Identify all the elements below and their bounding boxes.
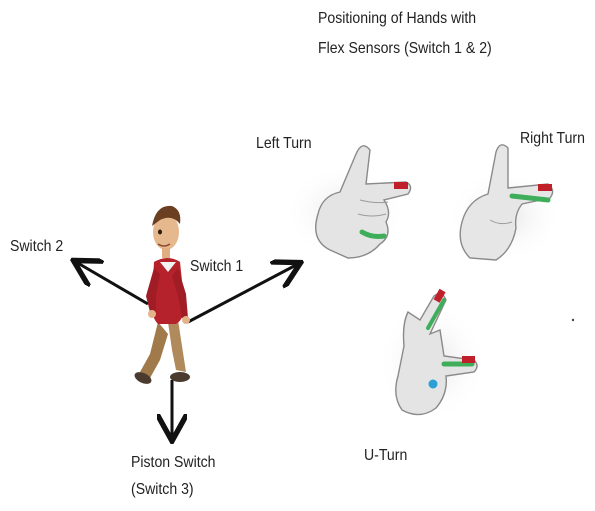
walking-man-figure <box>133 206 190 387</box>
label-switch-3: (Switch 3) <box>131 481 194 499</box>
label-right-turn: Right Turn <box>520 130 585 148</box>
label-u-turn: U-Turn <box>364 447 407 465</box>
u-turn-hand-gesture <box>376 289 488 422</box>
arrow-switch-2 <box>76 262 148 304</box>
stray-dot <box>572 319 574 321</box>
label-left-turn: Left Turn <box>256 135 312 153</box>
label-piston-switch: Piston Switch <box>131 454 216 472</box>
right-turn-hand-gesture <box>447 145 563 264</box>
title-line-2: Flex Sensors (Switch 1 & 2) <box>318 40 492 58</box>
label-switch-1: Switch 1 <box>190 258 243 276</box>
title-line-1: Positioning of Hands with <box>318 10 476 28</box>
left-turn-hand-gesture <box>283 146 411 260</box>
label-switch-2: Switch 2 <box>10 238 63 256</box>
